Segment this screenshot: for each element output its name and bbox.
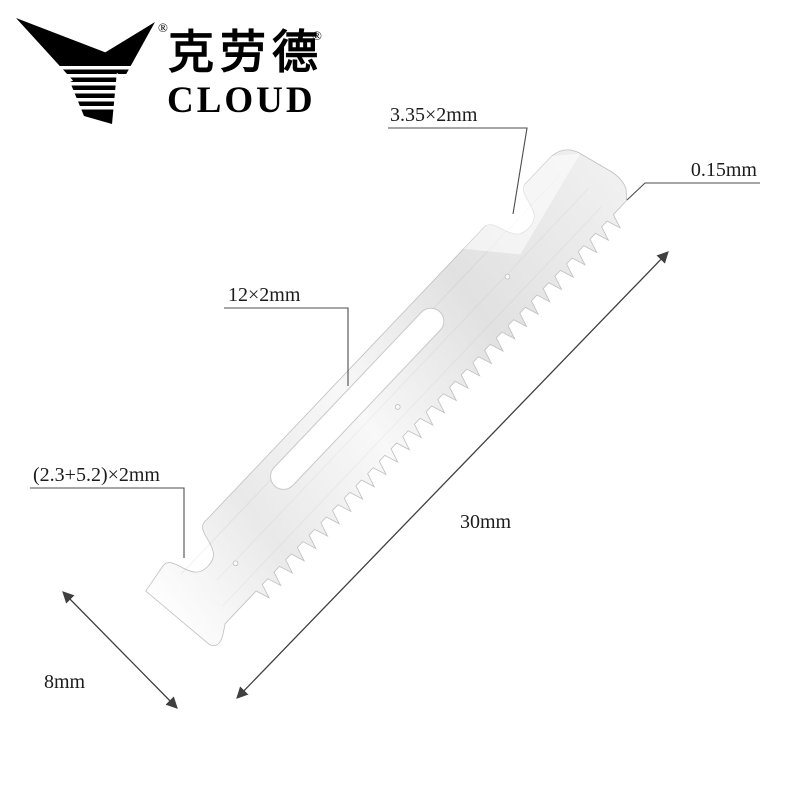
registered-mark: ® bbox=[158, 20, 168, 35]
dim-notch: 3.35×2mm bbox=[388, 104, 528, 215]
dim-thickness: 0.15mm bbox=[626, 159, 760, 201]
blade-highlight bbox=[463, 153, 580, 255]
dimension-annotations: 3.35×2mm 0.15mm 12×2mm (2.3+5.2)×2mm 30m… bbox=[30, 104, 760, 709]
dim-label-thickness: 0.15mm bbox=[691, 159, 758, 181]
brand-logo: ® 克劳德 ® CLOUD bbox=[16, 18, 324, 124]
dim-label-length: 30mm bbox=[460, 511, 512, 533]
logo-bird-icon bbox=[16, 18, 155, 124]
width-arrow bbox=[62, 591, 178, 709]
brush-line bbox=[222, 206, 602, 607]
dim-hook: (2.3+5.2)×2mm bbox=[30, 464, 185, 558]
dim-slot: 12×2mm bbox=[224, 284, 349, 386]
blade-body bbox=[145, 149, 627, 647]
leader-line bbox=[224, 307, 349, 386]
dim-label-hook: (2.3+5.2)×2mm bbox=[33, 464, 160, 486]
leader-line bbox=[30, 487, 185, 558]
blade-illustration bbox=[145, 149, 627, 647]
leader-line bbox=[388, 127, 528, 215]
brush-line bbox=[216, 187, 589, 581]
dim-label-width: 8mm bbox=[44, 671, 86, 693]
leader-line bbox=[626, 182, 760, 201]
brand-name-en: CLOUD bbox=[167, 80, 316, 121]
registered-mark: ® bbox=[312, 28, 322, 43]
length-arrow bbox=[236, 251, 669, 699]
brand-name-cn: 克劳德 bbox=[168, 27, 324, 78]
dim-width: 8mm bbox=[44, 591, 178, 709]
dim-length: 30mm bbox=[236, 251, 669, 699]
dim-label-notch: 3.35×2mm bbox=[390, 104, 478, 126]
dim-label-slot: 12×2mm bbox=[228, 284, 301, 306]
